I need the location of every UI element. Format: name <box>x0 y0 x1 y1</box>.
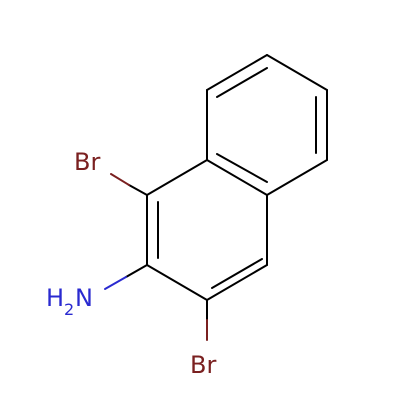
bond-c2-n-carbon-half <box>125 264 148 278</box>
bond-c5-c6 <box>206 54 268 91</box>
amine-subscript: 2 <box>64 300 74 319</box>
bond-inner-c8a-c4a <box>216 153 268 183</box>
bond-c3-c4 <box>206 264 268 301</box>
bond-c6-c7 <box>266 54 328 91</box>
atom-label-amine: H 2 N <box>46 284 93 319</box>
amine-n-label: N <box>75 284 93 312</box>
bond-c8-c8a <box>266 159 328 196</box>
aromatic-ring-upper <box>206 54 328 196</box>
bond-c1-br-carbon-half <box>128 184 148 196</box>
bond-c1-br-bromine-half <box>110 173 130 186</box>
bond-inner-c3-c4 <box>211 258 263 289</box>
amine-h-label: H <box>46 284 64 312</box>
bond-c2-n-nitrogen-half <box>104 276 127 290</box>
bond-c2-c3 <box>146 264 208 301</box>
bond-c8a-c4a <box>206 159 268 196</box>
bond-c4a-c1 <box>146 159 208 196</box>
substituent-bonds <box>104 173 208 341</box>
aromatic-ring-lower <box>146 159 268 301</box>
bond-inner-c5-c6 <box>216 67 268 98</box>
atom-label-br-bottom: Br <box>190 351 216 379</box>
atom-label-br-top: Br <box>74 148 100 176</box>
